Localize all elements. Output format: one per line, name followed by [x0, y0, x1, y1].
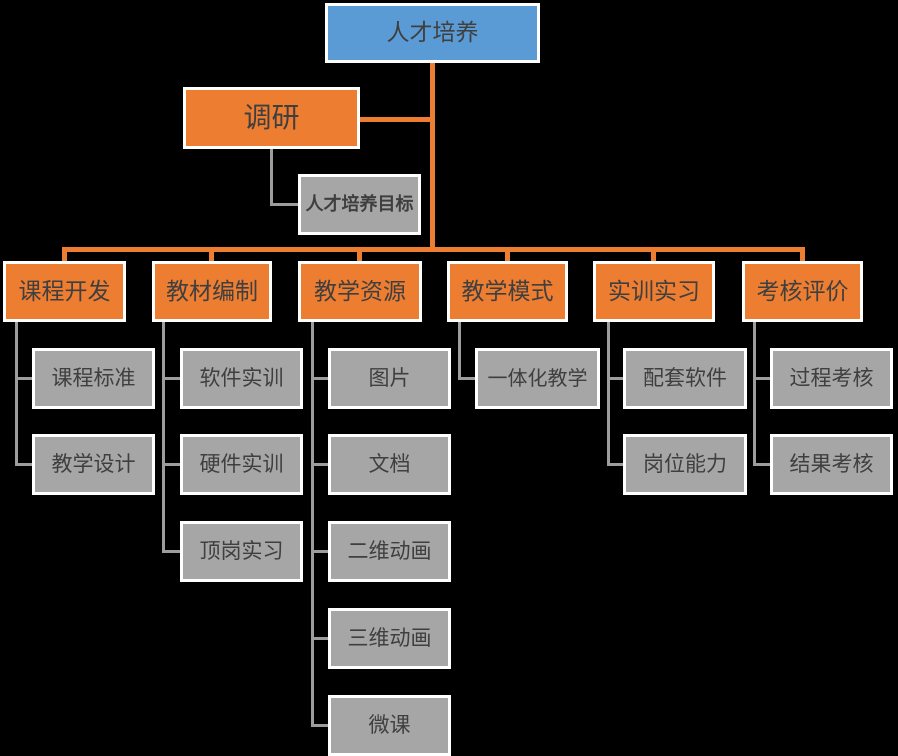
node-leaf-images: 图片: [328, 348, 451, 409]
stub-4-0: [607, 377, 623, 380]
rail-branch-5: [753, 321, 756, 466]
rail-branch-4: [607, 321, 610, 466]
node-label: 过程考核: [789, 366, 874, 390]
node-leaf-integrated-teaching: 一体化教学: [475, 348, 600, 409]
node-leaf-post-competence: 岗位能力: [623, 434, 747, 495]
node-leaf-hardware-training: 硬件实训: [180, 434, 303, 495]
node-label: 硬件实训: [199, 452, 284, 476]
node-branch-teaching-mode: 教学模式: [447, 261, 568, 322]
node-talent-training: 人才培养: [325, 3, 540, 63]
node-branch-assessment: 考核评价: [742, 261, 863, 322]
node-leaf-supporting-software: 配套软件: [623, 348, 747, 409]
node-label: 教学模式: [461, 277, 554, 304]
rail-branch-2: [311, 321, 314, 726]
stub-2-0: [311, 377, 328, 380]
stub-0-1: [15, 463, 32, 466]
node-leaf-documents: 文档: [328, 434, 451, 495]
node-label: 课程标准: [51, 366, 136, 390]
node-label: 一体化教学: [487, 367, 588, 390]
connector-research-target-vertical: [270, 149, 273, 206]
connector-root-vertical: [430, 63, 435, 248]
node-label: 结果考核: [789, 452, 874, 476]
stub-2-3: [311, 637, 328, 640]
connector-drop-branch-0: [62, 250, 67, 261]
node-leaf-curriculum-standard: 课程标准: [32, 348, 155, 409]
node-label: 顶岗实习: [199, 539, 284, 563]
node-leaf-teaching-design: 教学设计: [32, 434, 155, 495]
node-label: 岗位能力: [643, 452, 727, 476]
stub-1-2: [162, 550, 180, 553]
node-label: 教学资源: [314, 277, 406, 304]
connector-drop-branch-3: [505, 250, 510, 261]
node-label: 文档: [368, 452, 411, 476]
node-label: 教学设计: [51, 452, 136, 476]
node-label: 课程开发: [18, 277, 111, 304]
node-branch-teaching-resources: 教学资源: [298, 261, 422, 322]
node-label: 教材编制: [166, 277, 258, 304]
node-label: 人才培养: [386, 19, 479, 46]
node-training-target: 人才培养目标: [298, 174, 421, 235]
node-branch-curriculum-development: 课程开发: [3, 261, 126, 322]
node-label: 软件实训: [199, 366, 284, 390]
node-label: 配套软件: [643, 366, 727, 390]
node-label: 二维动画: [347, 539, 432, 563]
node-leaf-3d-animation: 三维动画: [328, 608, 451, 669]
stub-2-2: [311, 550, 328, 553]
node-leaf-software-training: 软件实训: [180, 348, 303, 409]
stub-4-1: [607, 463, 623, 466]
stub-5-1: [753, 463, 770, 466]
rail-branch-1: [162, 321, 165, 553]
node-research: 调研: [183, 87, 360, 149]
connector-research-horizontal: [360, 117, 435, 122]
connector-main-horizontal: [62, 247, 805, 252]
rail-branch-3: [458, 321, 461, 380]
node-label: 考核评价: [756, 277, 849, 304]
stub-3-0: [458, 377, 475, 380]
node-label: 人才培养目标: [305, 193, 414, 214]
stub-0-0: [15, 377, 32, 380]
node-leaf-process-assessment: 过程考核: [770, 348, 893, 409]
node-branch-textbook-compilation: 教材编制: [152, 261, 272, 322]
node-label: 实训实习: [608, 277, 700, 304]
connector-drop-branch-5: [800, 250, 805, 261]
connector-drop-branch-2: [357, 250, 362, 261]
node-label: 三维动画: [347, 626, 432, 650]
node-label: 图片: [368, 366, 411, 390]
connector-drop-branch-4: [651, 250, 656, 261]
stub-1-0: [162, 377, 180, 380]
node-label: 调研: [243, 101, 300, 133]
stub-2-4: [311, 724, 328, 727]
stub-5-0: [753, 377, 770, 380]
node-branch-practical-training: 实训实习: [593, 261, 715, 322]
node-leaf-result-assessment: 结果考核: [770, 434, 893, 495]
node-label: 微课: [368, 713, 411, 737]
connector-drop-branch-1: [209, 250, 214, 261]
stub-1-1: [162, 463, 180, 466]
rail-branch-0: [15, 321, 18, 466]
stub-2-1: [311, 463, 328, 466]
connector-research-target-horizontal: [270, 203, 298, 206]
node-leaf-post-internship: 顶岗实习: [180, 521, 303, 582]
node-leaf-2d-animation: 二维动画: [328, 521, 451, 582]
node-leaf-micro-course: 微课: [328, 695, 451, 756]
